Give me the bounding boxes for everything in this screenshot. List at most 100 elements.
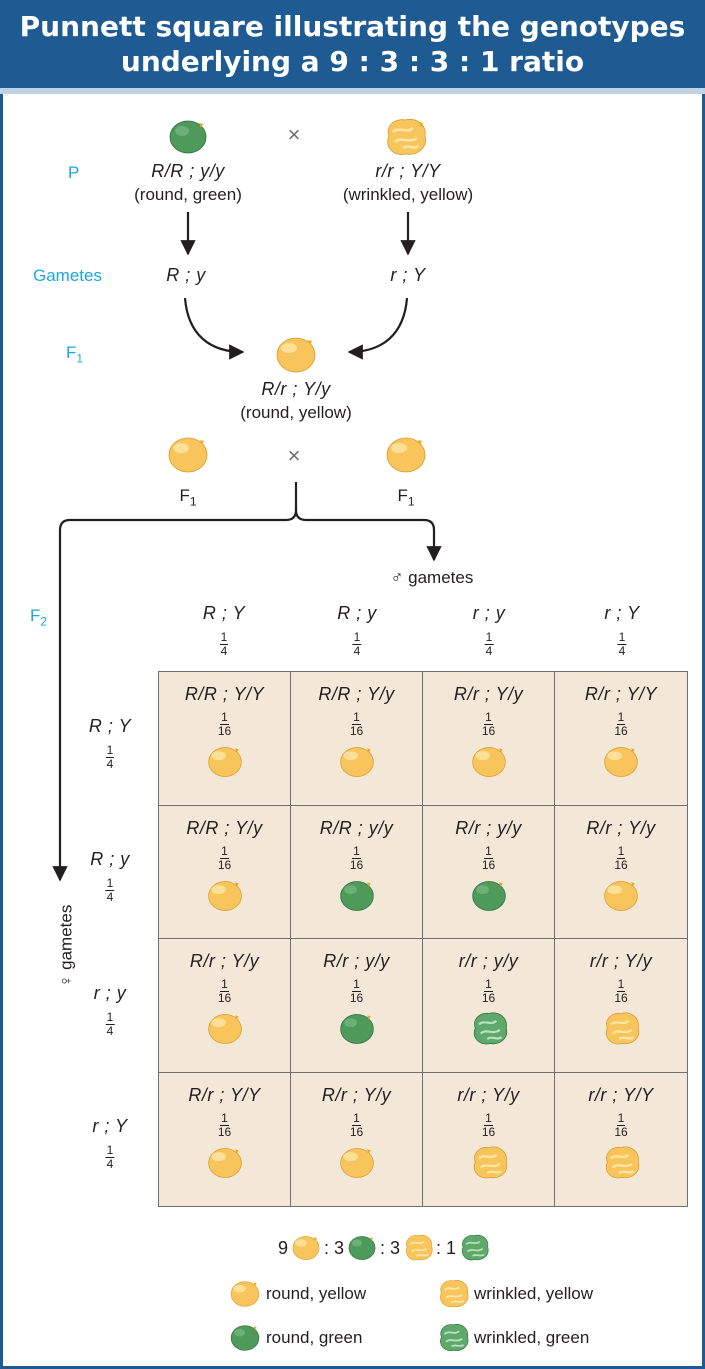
fraction-denominator: 4 — [618, 644, 626, 658]
fraction-denominator: 16 — [481, 724, 496, 738]
fraction-numerator: 1 — [616, 710, 626, 725]
fraction-denominator: 4 — [106, 890, 114, 904]
legend-item: wrinkled, green — [436, 1321, 589, 1355]
cell-genotype: R/r ; Y/Y — [188, 1084, 261, 1105]
f1-left-label: F1 — [179, 486, 196, 508]
fraction-denominator: 4 — [106, 757, 114, 771]
phenotype-f1: (round, yellow) — [240, 403, 352, 422]
wrinkled-yellow-pea-icon — [605, 1146, 640, 1178]
fraction-numerator: 1 — [484, 843, 493, 859]
row-gamete: r ; y — [93, 983, 127, 1003]
cell-genotype: R/R ; Y/Y — [184, 684, 265, 704]
label-f1: F1 — [66, 343, 83, 365]
fraction-numerator: 1 — [220, 710, 229, 725]
cell-genotype: r/r ; Y/Y — [588, 1084, 654, 1105]
fraction-denominator: 4 — [220, 644, 228, 658]
ratio-count-round-green: : 3 — [324, 1237, 345, 1258]
cell-genotype: R/R ; Y/y — [186, 817, 263, 838]
f1-right-label: F1 — [397, 486, 414, 508]
fraction-denominator: 16 — [481, 991, 496, 1005]
fraction-numerator: 1 — [616, 843, 626, 859]
gamete-right: r ; Y — [390, 265, 426, 285]
cell-genotype: R/R ; Y/y — [318, 684, 395, 704]
ratio-line: 9: 3: 3: 1 — [278, 1232, 490, 1264]
female-gametes-label: ♀ gametes — [56, 904, 76, 988]
fraction-numerator: 1 — [352, 843, 361, 859]
fraction-numerator: 1 — [484, 630, 494, 645]
round-yellow-pea-icon — [604, 747, 638, 777]
label-gametes: Gametes — [33, 266, 102, 285]
male-gametes-label: ♂ gametes — [390, 568, 474, 587]
label-f2-sub: 2 — [40, 614, 48, 629]
label-p: P — [68, 163, 80, 182]
wrinkled-green-pea-icon — [461, 1234, 489, 1261]
fraction-denominator: 16 — [481, 1124, 496, 1139]
fraction-numerator: 1 — [617, 630, 627, 645]
ratio-count-wrinkled-green: : 1 — [436, 1237, 457, 1258]
fraction-numerator: 1 — [105, 1143, 115, 1158]
title-line-2: underlying a 9 : 3 : 3 : 1 ratio — [120, 45, 585, 78]
round-green-pea-icon — [339, 1014, 374, 1044]
title-line-1: Punnett square illustrating the genotype… — [19, 10, 686, 43]
fraction-denominator: 4 — [106, 1157, 114, 1171]
cell-genotype: R/r ; Y/Y — [584, 684, 658, 704]
cell-genotype: R/r ; Y/y — [453, 684, 524, 704]
round-green-pea-icon — [339, 880, 374, 911]
fraction-numerator: 1 — [352, 630, 362, 645]
round-yellow-pea-icon — [207, 880, 242, 911]
legend-item: round, yellow — [228, 1277, 366, 1311]
cell-genotype: R/r ; Y/y — [586, 817, 656, 838]
legend-label: wrinkled, green — [474, 1328, 590, 1347]
cell-genotype: R/r ; y/y — [455, 817, 522, 838]
f1-left-label-sub: 1 — [189, 494, 197, 509]
fraction-numerator: 1 — [616, 1110, 626, 1126]
column-gamete: r ; Y — [604, 603, 640, 623]
fraction-denominator: 16 — [349, 857, 364, 872]
fraction-denominator: 16 — [349, 1124, 364, 1139]
fraction-numerator: 1 — [484, 710, 493, 725]
cell-genotype: r/r ; y/y — [458, 951, 519, 971]
round-green-pea-icon — [471, 880, 506, 911]
round-yellow-pea-icon — [339, 747, 374, 777]
wrinkled-yellow-pea-icon — [387, 118, 426, 155]
cell-genotype: R/R ; y/y — [319, 817, 394, 838]
fraction-denominator: 4 — [106, 1024, 114, 1038]
fraction-numerator: 1 — [220, 977, 229, 992]
label-f1-text: F — [66, 343, 77, 362]
round-green-pea-icon — [169, 120, 207, 154]
round-yellow-pea-icon — [386, 437, 426, 473]
fraction-numerator: 1 — [352, 1110, 361, 1126]
cell-genotype: r/r ; Y/y — [457, 1084, 520, 1105]
round-yellow-pea-icon — [230, 1281, 260, 1307]
fraction-denominator: 16 — [614, 991, 628, 1005]
legend-label: round, green — [266, 1328, 363, 1347]
